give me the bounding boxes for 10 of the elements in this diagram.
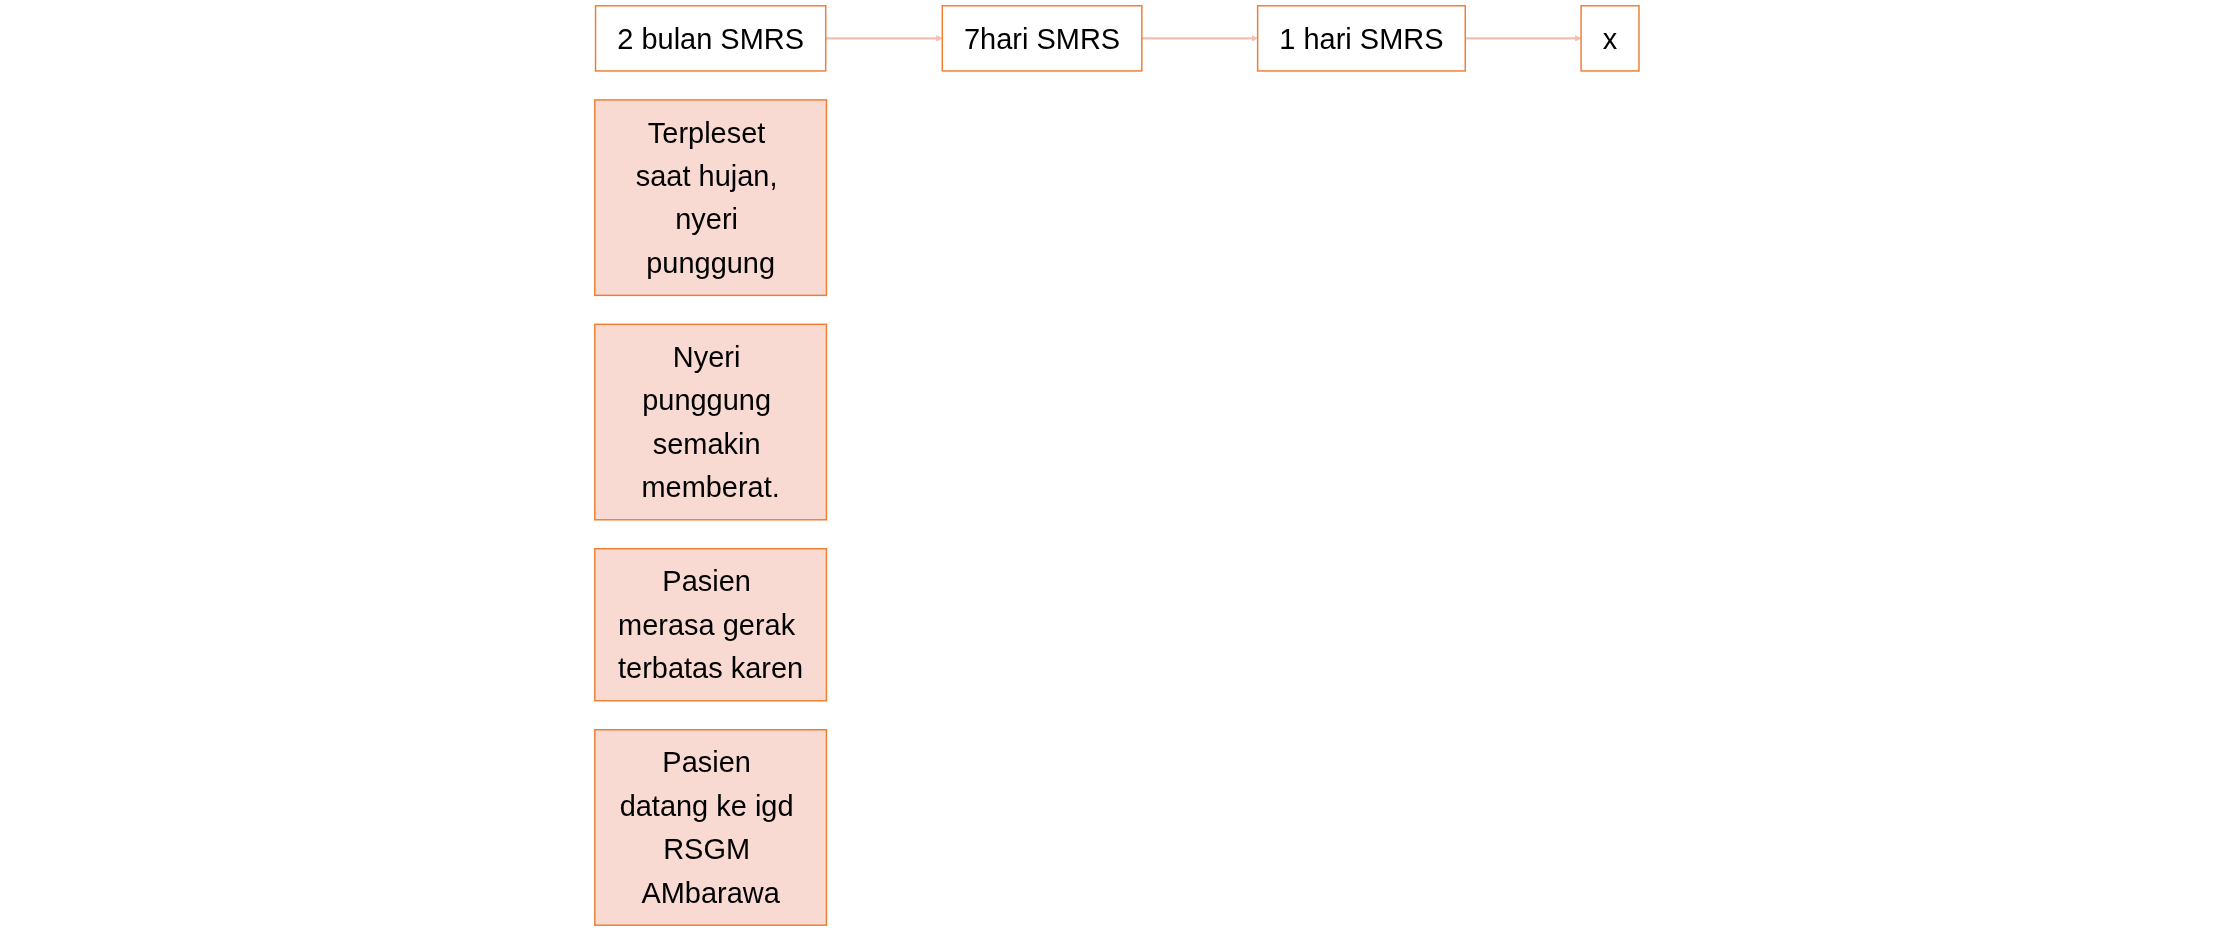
node-box: 1 hari SMRS [1257,5,1467,72]
arrow [825,35,943,42]
node-box: 2 bulan SMRS [594,5,827,72]
node-box: Pasien merasa gerak terbatas karen [594,548,828,702]
node-box: Nyeri punggung semakin memberat. [594,323,828,521]
node-box: x [1580,5,1640,72]
node-box: Terpleset saat hujan, nyeri punggung [594,99,828,297]
node-box: 7hari SMRS [941,5,1143,72]
node-box: Pasien datang ke igd RSGM AMbarawa [594,729,828,926]
arrow [1465,35,1582,42]
